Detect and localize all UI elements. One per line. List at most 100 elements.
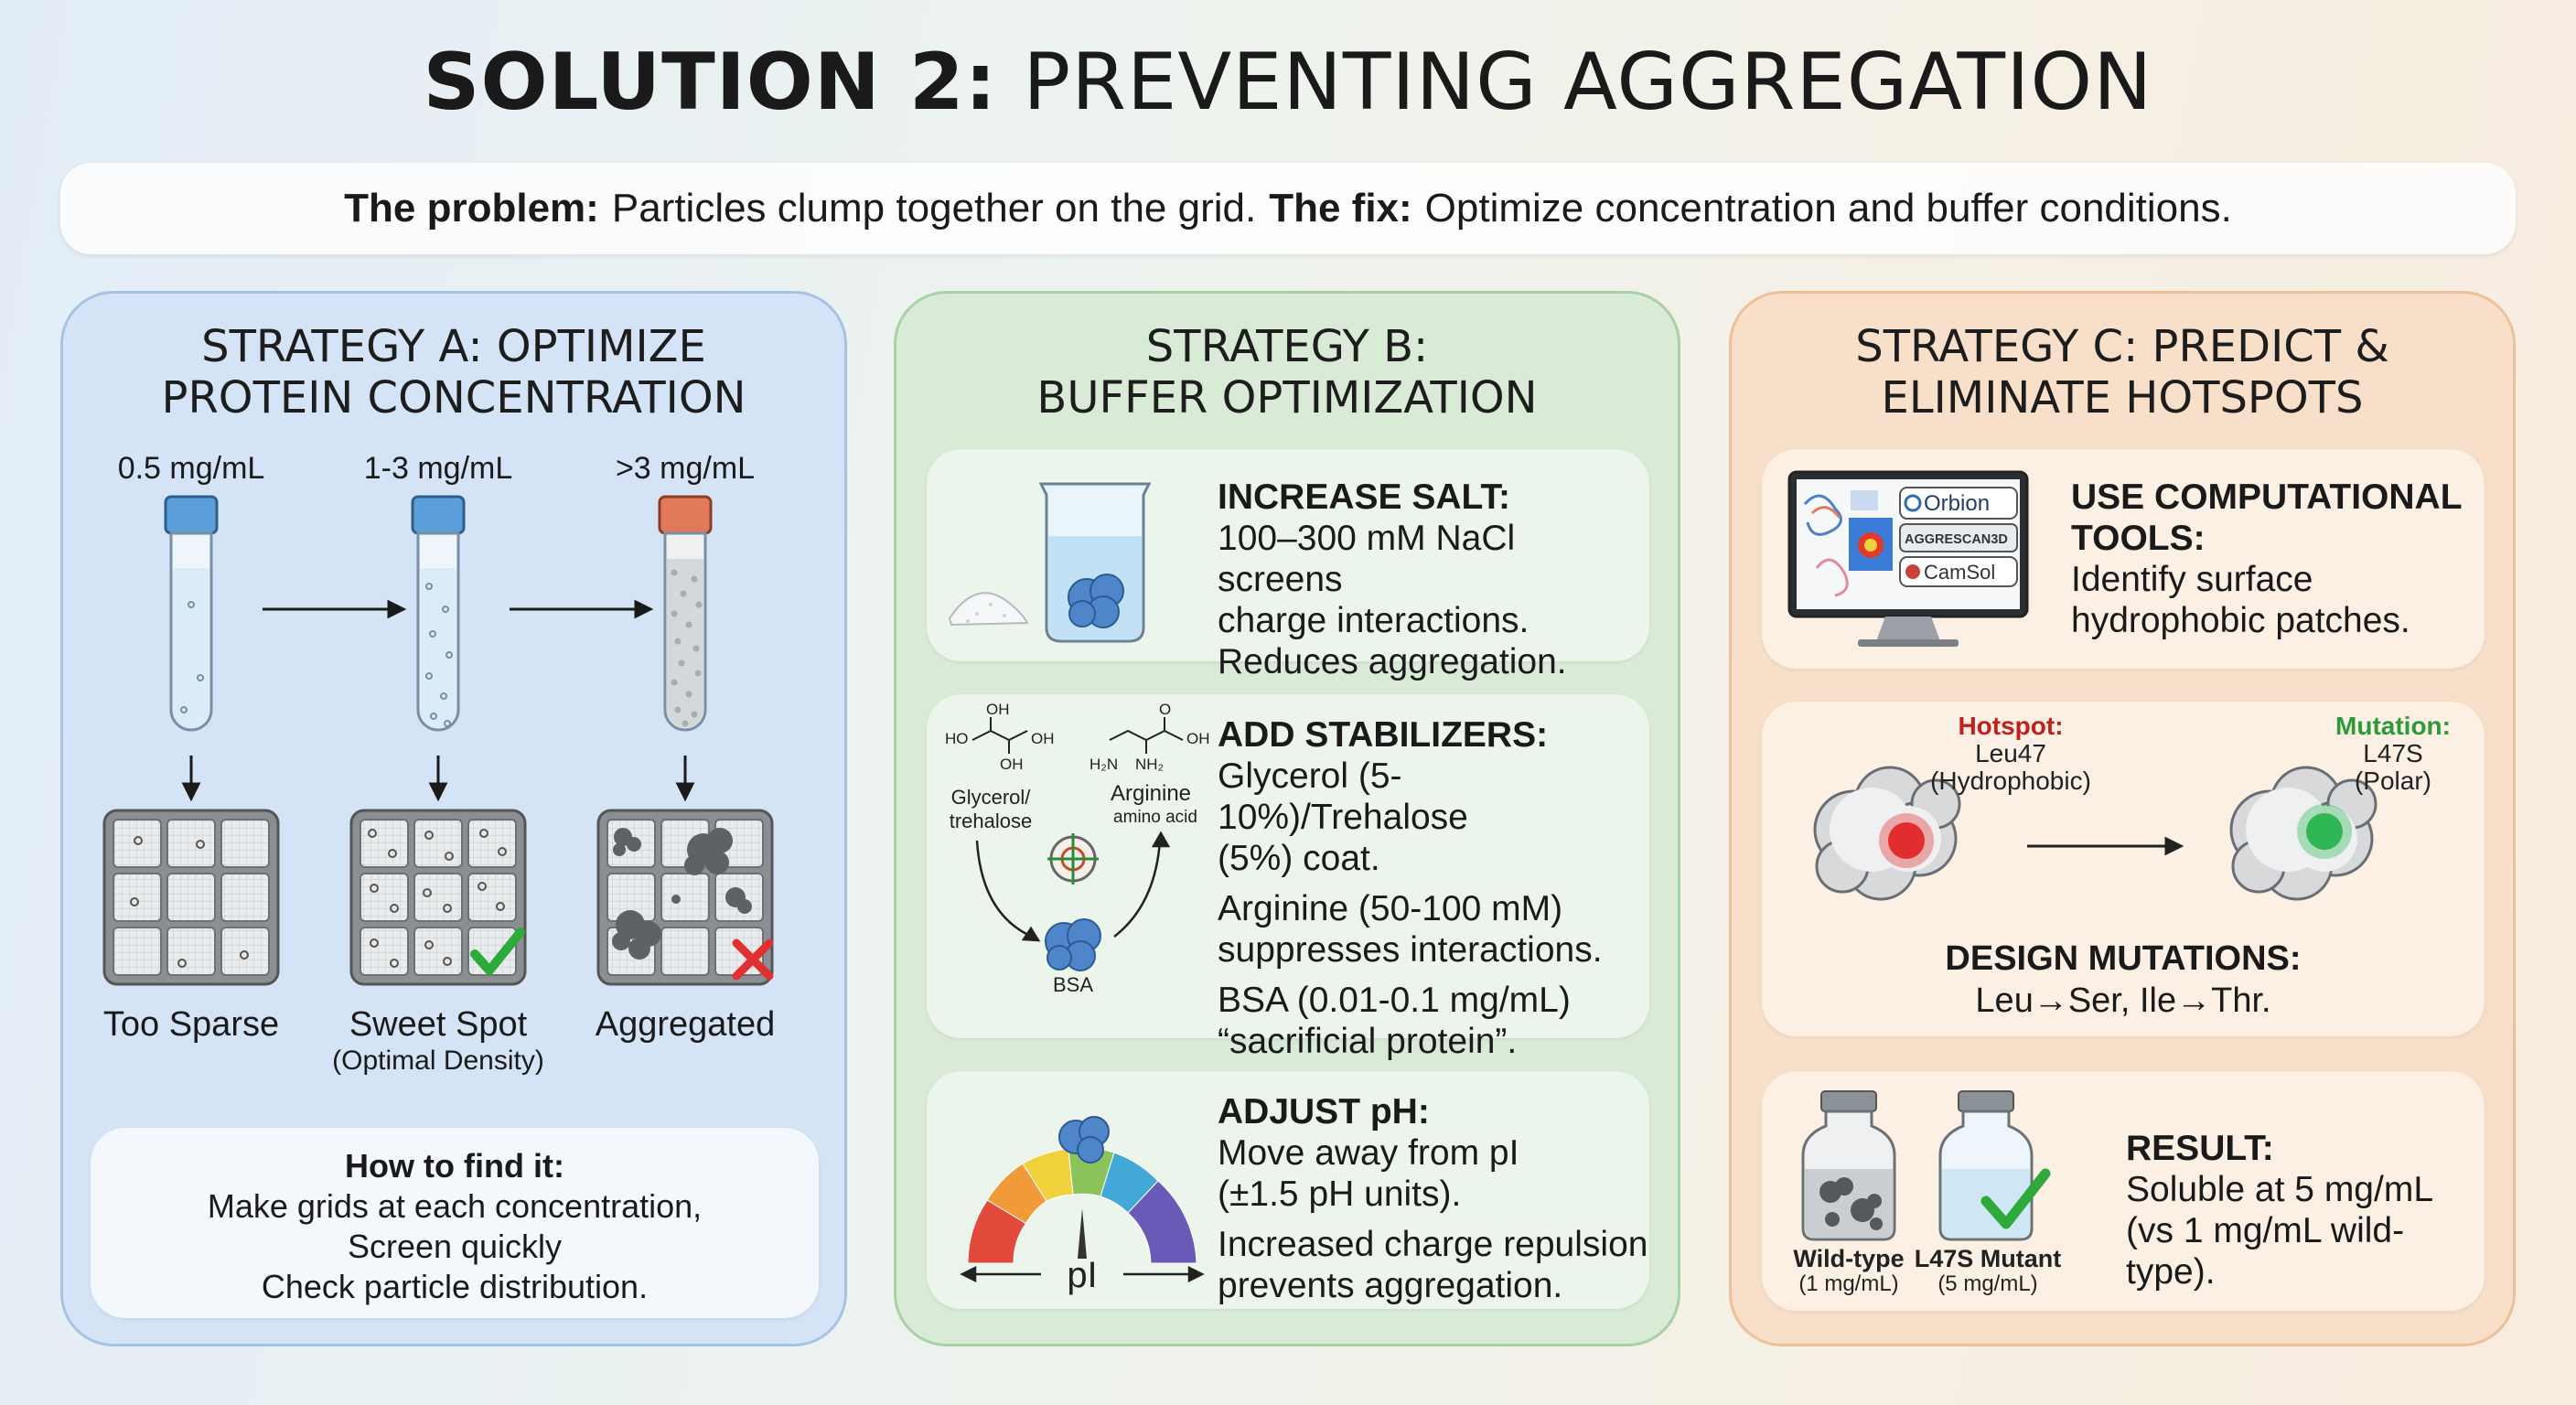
tube-1-concentration: 0.5 mg/mL bbox=[117, 451, 265, 486]
protein-mutant-icon bbox=[2229, 766, 2377, 901]
stabilizers-line-6: “sacrificial protein”. bbox=[1218, 1022, 1518, 1061]
ph-line-2: (±1.5 pH units). bbox=[1218, 1174, 1462, 1214]
vial-wildtype-icon bbox=[1801, 1090, 1896, 1241]
result-heading: RESULT: bbox=[2126, 1129, 2274, 1168]
salt-line-1: 100–300 mM NaCl screens bbox=[1218, 519, 1516, 599]
tube-low-icon bbox=[164, 495, 219, 732]
title-rest: PREVENTING AGGREGATION bbox=[1023, 37, 2153, 128]
grid-aggregated-label: Aggregated bbox=[595, 1005, 776, 1044]
ph-gauge-icon: pI bbox=[960, 1116, 1205, 1295]
stabilizers-line-4: suppresses interactions. bbox=[1218, 930, 1603, 970]
grid-optimal-icon bbox=[349, 809, 527, 986]
vial1-label: Wild-type bbox=[1793, 1245, 1904, 1272]
stabilizers-line-3: Arginine (50-100 mM) bbox=[1218, 889, 1563, 928]
stabilizer-diagram: OH HO OH OH O OH H₂N NH₂ Glycerol/ treha… bbox=[945, 701, 1210, 996]
how-title: How to find it: bbox=[345, 1147, 564, 1185]
protein-wildtype-icon bbox=[1813, 766, 1961, 901]
vial2-label: L47S Mutant bbox=[1915, 1245, 2062, 1272]
strategy-b-panel: STRATEGY B: BUFFER OPTIMIZATION INCREASE… bbox=[894, 291, 1680, 1346]
ph-line-4: prevents aggregation. bbox=[1218, 1266, 1563, 1305]
grid-optimal-label: Sweet Spot bbox=[349, 1005, 528, 1044]
pi-label: pI bbox=[1067, 1255, 1097, 1295]
glycerol-ho-left: HO bbox=[945, 730, 969, 747]
glycerol-oh-right: OH bbox=[1031, 730, 1055, 747]
fix-text: Optimize concentration and buffer condit… bbox=[1424, 186, 2232, 231]
mutation-type: (Polar) bbox=[2355, 767, 2431, 795]
ph-card: pI ADJUST pH: Move away from pI (±1.5 pH… bbox=[927, 1071, 1649, 1309]
grid-sparse-label: Too Sparse bbox=[102, 1005, 280, 1044]
mutation-arrow bbox=[2027, 836, 2184, 856]
tube-2-concentration: 1-3 mg/mL bbox=[363, 451, 513, 486]
tools-heading-2: TOOLS: bbox=[2071, 519, 2206, 558]
strategy-c-title: STRATEGY C: PREDICT & ELIMINATE HOTSPOTS bbox=[1732, 321, 2513, 424]
mutation-label: Mutation: bbox=[2335, 712, 2451, 740]
grid-aggregated-icon bbox=[596, 809, 774, 986]
vials-diagram: Wild-type (1 mg/mL) L47S Mutant (5 mg/mL… bbox=[1793, 1090, 2062, 1296]
stabilizers-line-5: BSA (0.01-0.1 mg/mL) bbox=[1218, 981, 1571, 1020]
glycerol-label-1: Glycerol/ bbox=[951, 786, 1032, 809]
design-heading: DESIGN MUTATIONS: bbox=[1945, 939, 2302, 978]
hotspot-residue: Leu47 bbox=[1975, 739, 2046, 767]
bsa-protein-icon bbox=[1045, 918, 1101, 971]
tube-3-concentration: >3 mg/mL bbox=[615, 451, 756, 486]
salt-heading: INCREASE SALT: bbox=[1218, 477, 1510, 517]
tool-aggrescan: AGGRESCAN3D bbox=[1905, 532, 2008, 547]
strategy-a-title-line2: PROTEIN CONCENTRATION bbox=[161, 372, 746, 424]
design-text: Leu→Ser, Ile→Thr. bbox=[1975, 981, 2271, 1020]
strategy-b-title-line2: BUFFER OPTIMIZATION bbox=[1036, 372, 1538, 424]
arginine-structure-icon bbox=[1109, 717, 1184, 754]
how-to-find-card: How to find it: Make grids at each conce… bbox=[91, 1128, 819, 1318]
problem-text: Particles clump together on the grid. bbox=[611, 186, 1257, 231]
gauge-arrows bbox=[960, 1265, 1205, 1283]
title-bold: SOLUTION 2: bbox=[423, 37, 998, 128]
tools-heading-1: USE COMPUTATIONAL bbox=[2071, 477, 2463, 517]
arginine-nh2: NH₂ bbox=[1135, 756, 1164, 773]
problem-fix-banner: The problem: Particles clump together on… bbox=[60, 163, 2516, 254]
glycerol-label-2: trehalose bbox=[950, 810, 1033, 832]
tool-orbion: Orbion bbox=[1924, 491, 1990, 516]
ph-line-1: Move away from pI bbox=[1218, 1133, 1519, 1173]
strategy-c-panel: STRATEGY C: PREDICT & ELIMINATE HOTSPOTS… bbox=[1729, 291, 2516, 1346]
strategy-a-title-line1: STRATEGY A: OPTIMIZE bbox=[201, 321, 706, 372]
mutation-diagram: Hotspot: Leu47 (Hydrophobic) Mutation: L… bbox=[1813, 712, 2451, 901]
tools-line-2: hydrophobic patches. bbox=[2071, 601, 2410, 640]
vial2-conc: (5 mg/mL) bbox=[1937, 1271, 2037, 1296]
down-arrows bbox=[181, 756, 695, 802]
arginine-oh: OH bbox=[1186, 730, 1210, 747]
ph-protein-icon bbox=[1058, 1116, 1110, 1164]
mutation-residue: L47S bbox=[2363, 739, 2422, 767]
strategy-c-title-line2: ELIMINATE HOTSPOTS bbox=[1881, 372, 2364, 424]
arginine-h2n: H₂N bbox=[1089, 756, 1118, 773]
page-title: SOLUTION 2: PREVENTING AGGREGATION bbox=[0, 37, 2576, 128]
tools-line-1: Identify surface bbox=[2071, 560, 2313, 599]
result-check-icon bbox=[1980, 1168, 2051, 1229]
strategy-a-panel: STRATEGY A: OPTIMIZE PROTEIN CONCENTRATI… bbox=[60, 291, 847, 1346]
strategy-a-title: STRATEGY A: OPTIMIZE PROTEIN CONCENTRATI… bbox=[63, 321, 844, 424]
tools-card: Orbion AGGRESCAN3D CamSol USE COMPUTATIO… bbox=[1762, 449, 2485, 669]
tool-camsol: CamSol bbox=[1924, 561, 1995, 584]
how-line-3: Check particle distribution. bbox=[261, 1268, 649, 1305]
glycerol-oh-top: OH bbox=[986, 701, 1010, 718]
mutation-card: Hotspot: Leu47 (Hydrophobic) Mutation: L… bbox=[1762, 702, 2485, 1036]
bsa-label: BSA bbox=[1053, 973, 1093, 996]
result-line-1: Soluble at 5 mg/mL bbox=[2126, 1170, 2434, 1209]
salt-card: INCREASE SALT: 100–300 mM NaCl screens c… bbox=[927, 449, 1649, 681]
hotspot-label: Hotspot: bbox=[1958, 712, 2063, 740]
grid-sparse-icon bbox=[102, 809, 280, 986]
how-line-2: Screen quickly bbox=[347, 1228, 563, 1265]
arginine-label-2: amino acid bbox=[1113, 808, 1197, 827]
salt-line-2: charge interactions. bbox=[1218, 601, 1530, 640]
result-line-2: (vs 1 mg/mL wild-type). bbox=[2126, 1211, 2405, 1292]
monitor-tools-icon: Orbion AGGRESCAN3D CamSol bbox=[1787, 470, 2029, 647]
cycle-arrows bbox=[975, 831, 1171, 942]
beaker-salt-icon bbox=[948, 482, 1152, 643]
tube-medium-icon bbox=[411, 495, 466, 732]
gauge-needle bbox=[1078, 1208, 1087, 1259]
ph-heading: ADJUST pH: bbox=[1218, 1092, 1430, 1132]
hotspot-type: (Hydrophobic) bbox=[1930, 767, 2091, 795]
concentration-diagram bbox=[102, 495, 774, 986]
check-icon bbox=[470, 928, 525, 975]
strategy-b-title-line1: STRATEGY B: bbox=[1145, 321, 1429, 372]
stabilizers-line-1: Glycerol (5-10%)/Trehalose bbox=[1218, 756, 1468, 837]
how-line-1: Make grids at each concentration, bbox=[207, 1187, 703, 1225]
